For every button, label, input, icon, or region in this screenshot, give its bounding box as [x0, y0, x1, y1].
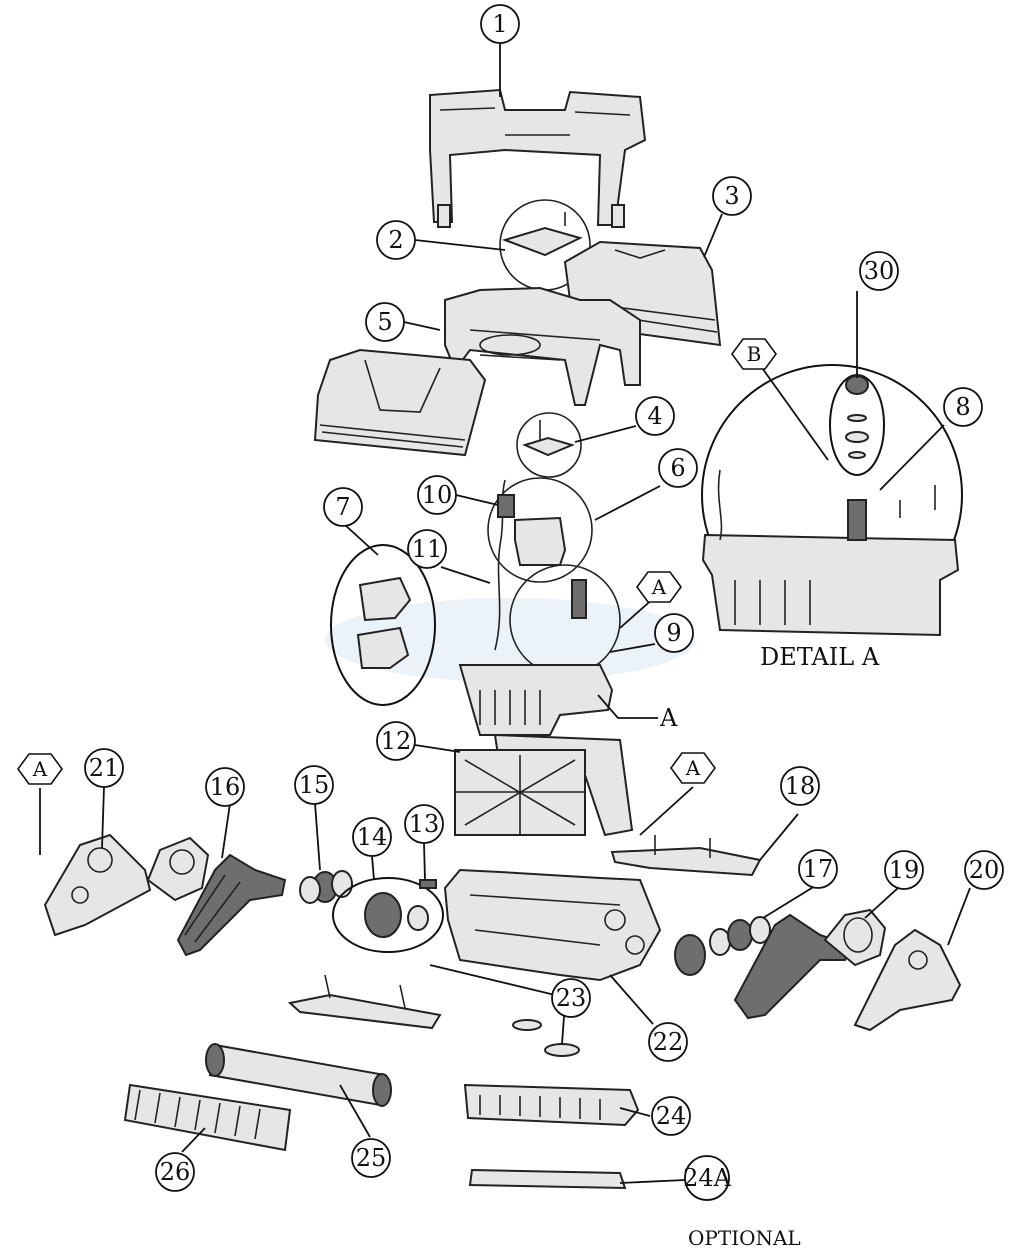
part-1-handle [429, 88, 647, 228]
callout-5: 5 [365, 302, 405, 342]
callout-4: 4 [635, 396, 675, 436]
callout-25: 25 [351, 1138, 391, 1178]
part-16-track-left [176, 853, 287, 957]
callout-12: 12 [376, 721, 416, 761]
svg-text:5: 5 [377, 308, 392, 336]
callout-1: 1 [480, 4, 520, 44]
svg-text:8: 8 [955, 393, 970, 421]
part-2-cap-detail [499, 199, 591, 291]
part-10-11-cable [494, 479, 515, 651]
svg-text:23: 23 [556, 984, 587, 1012]
svg-text:A: A [685, 756, 701, 780]
callout-16: 16 [205, 767, 245, 807]
svg-text:16: 16 [210, 773, 241, 801]
detail-a-caption: DETAIL A [760, 643, 880, 671]
callout-24a: 24A [683, 1155, 732, 1201]
callout-7: 7 [323, 487, 363, 527]
part-5-top-frame [444, 286, 641, 406]
svg-text:20: 20 [969, 856, 1000, 884]
callout-9: 9 [654, 613, 694, 653]
svg-text:14: 14 [357, 823, 388, 851]
optional-caption: OPTIONAL [688, 1226, 801, 1250]
svg-text:22: 22 [653, 1028, 684, 1056]
svg-text:12: 12 [381, 727, 412, 755]
callout-2: 2 [376, 220, 416, 260]
callout-15: 15 [294, 765, 334, 805]
svg-text:15: 15 [299, 771, 330, 799]
callout-17: 17 [798, 849, 838, 889]
svg-text:4: 4 [647, 402, 662, 430]
callout-13: 13 [404, 804, 444, 844]
part-23-discs [512, 1019, 580, 1057]
section-label-a: A [659, 704, 678, 732]
svg-text:25: 25 [356, 1144, 387, 1172]
part-17-pulley [709, 916, 771, 956]
svg-text:3: 3 [724, 182, 739, 210]
svg-text:26: 26 [160, 1158, 191, 1186]
svg-text:19: 19 [889, 856, 920, 884]
part-24-grill [463, 1083, 640, 1127]
svg-text:1: 1 [492, 10, 507, 38]
part-19-track-right [733, 908, 887, 1020]
part-25-roller [205, 1043, 392, 1107]
svg-text:21: 21 [89, 754, 120, 782]
part-7-clips-detail [330, 544, 436, 706]
svg-text:24A: 24A [683, 1164, 732, 1192]
hex-marker-b: B [731, 338, 777, 370]
leader-lines [39, 43, 971, 1184]
svg-text:10: 10 [422, 481, 453, 509]
hex-marker-a-9: A [636, 571, 682, 603]
hex-marker-a-21: A [17, 753, 63, 785]
callout-11: 11 [407, 529, 447, 569]
callout-10: 10 [417, 475, 457, 515]
svg-text:30: 30 [864, 257, 895, 285]
callout-20: 20 [964, 850, 1004, 890]
svg-text:9: 9 [666, 619, 681, 647]
callout-18: 18 [780, 766, 820, 806]
part-21-side-plate [43, 833, 152, 937]
part-lower-bar [287, 974, 442, 1030]
part-12-filters [454, 733, 634, 837]
callout-3: 3 [712, 176, 752, 216]
svg-text:2: 2 [388, 226, 403, 254]
svg-text:24: 24 [656, 1102, 687, 1130]
callout-22: 22 [648, 1022, 688, 1062]
part-18-side-bar [610, 835, 762, 877]
section-line [597, 694, 658, 719]
part-14-wheel-detail [332, 877, 444, 953]
part-9-motor-unit [458, 564, 621, 736]
svg-text:A: A [651, 575, 667, 599]
part-15-pulley [299, 870, 353, 904]
callout-23: 23 [551, 978, 591, 1018]
svg-text:18: 18 [785, 772, 816, 800]
callout-6: 6 [658, 448, 698, 488]
part-20-side-plate [853, 928, 962, 1032]
callout-24: 24 [651, 1096, 691, 1136]
svg-text:6: 6 [670, 454, 685, 482]
callout-8: 8 [943, 387, 983, 427]
svg-text:A: A [32, 757, 48, 781]
part-13-clip [419, 879, 437, 889]
detail-a [701, 364, 963, 637]
svg-text:11: 11 [412, 535, 443, 563]
part-22-chassis [443, 868, 706, 982]
part-4-fitting [516, 412, 582, 478]
callout-21: 21 [84, 748, 124, 788]
part-26-brush [123, 1083, 292, 1152]
callout-19: 19 [884, 850, 924, 890]
svg-text:17: 17 [803, 855, 834, 883]
part-24a-plate [468, 1168, 627, 1190]
part-drive-housing [146, 836, 210, 902]
svg-text:B: B [747, 342, 762, 366]
callout-14: 14 [352, 817, 392, 857]
callout-30: 30 [859, 251, 899, 291]
hex-marker-a-12: A [670, 752, 716, 784]
svg-text:7: 7 [335, 493, 350, 521]
callout-26: 26 [155, 1152, 195, 1192]
svg-text:13: 13 [409, 810, 440, 838]
part-front-cover [313, 348, 487, 457]
